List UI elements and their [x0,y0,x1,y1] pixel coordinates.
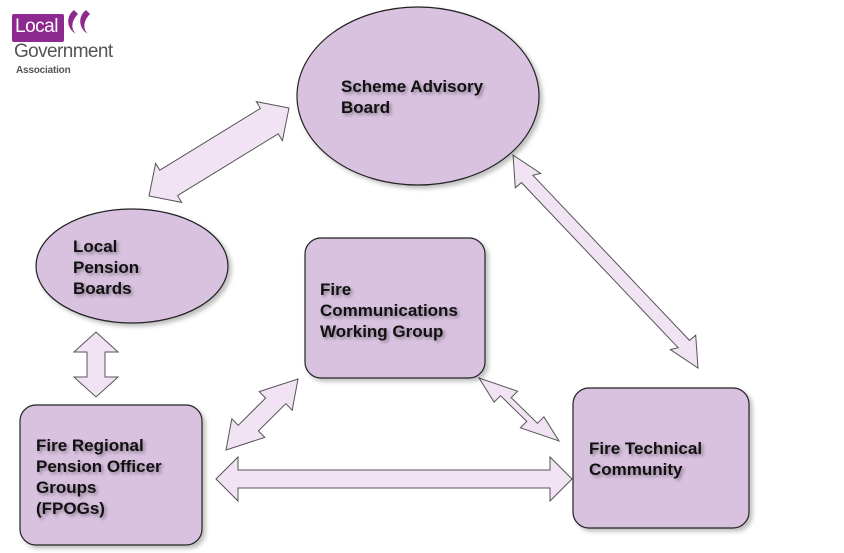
arrow-comms-ftc [477,377,561,442]
label-local-pension-boards: Local Pension Boards [73,237,140,298]
logo-text-local: Local [15,16,58,37]
node-fire-comms-group [304,237,486,379]
label-fire-comms-group: Fire Communications Working Group [320,280,458,341]
node-scheme-advisory-board [296,6,540,186]
lga-logo: Local Government Association [12,8,127,78]
label-fpogs: Fire Regional Pension Officer Groups (FP… [36,436,162,518]
label-scheme-advisory-board: Scheme Advisory Board [341,77,484,117]
logo-swirl-icon [68,10,90,34]
node-fpogs [19,404,203,546]
node-fire-technical-community [572,387,750,529]
arrow-comms-fpog [225,378,299,451]
arrow-fpog-ftc [215,455,573,503]
arrow-lpb-fpog [72,331,120,398]
node-local-pension-boards [35,208,229,324]
arrow-sab-ftc [512,154,699,369]
arrow-sab-lpb [148,100,290,204]
logo-text-government: Government [14,41,113,62]
label-fire-technical-community: Fire Technical Community [589,439,703,479]
logo-text-association: Association [16,65,71,76]
logo-brand-box [12,14,64,42]
